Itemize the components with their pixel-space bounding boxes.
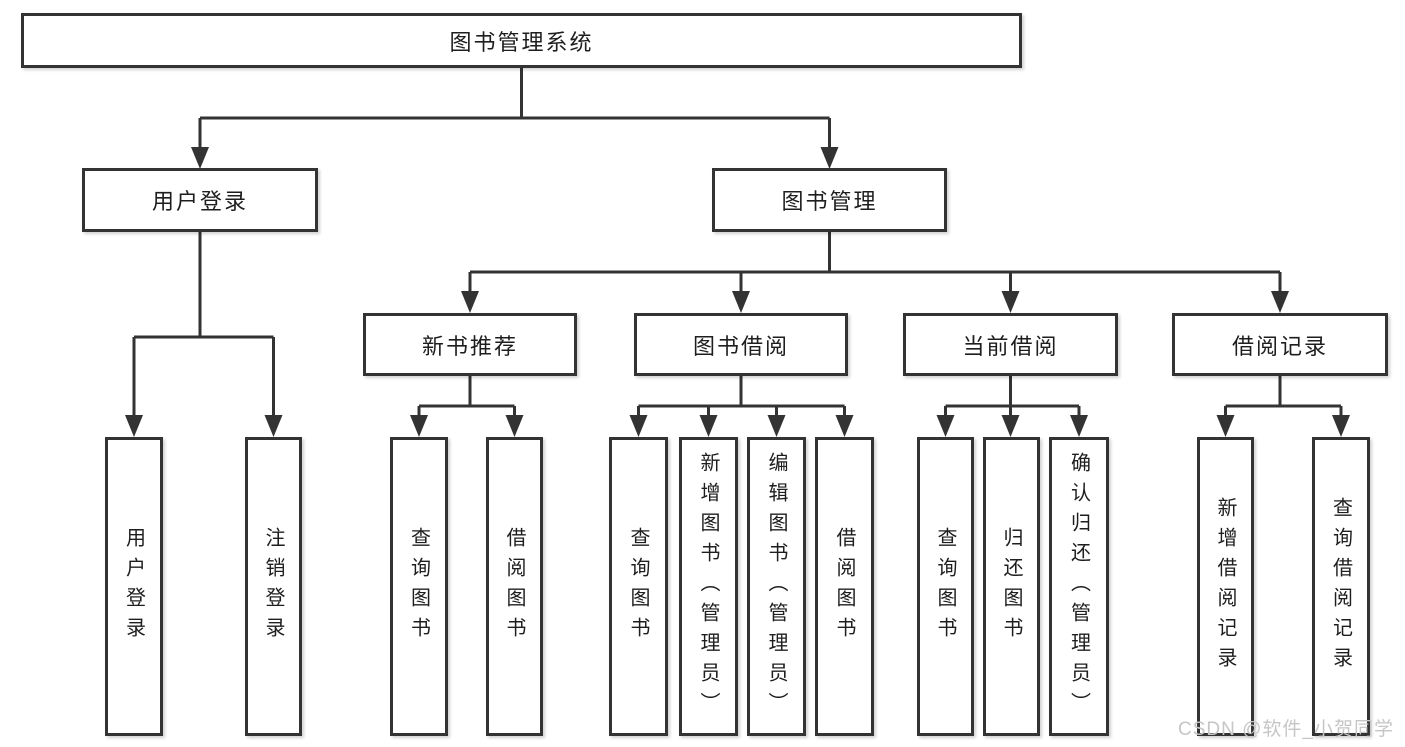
leaf-query-books-recommend: 查询图书: [390, 437, 448, 736]
leaf-query-books-current: 查询图书: [917, 437, 974, 736]
node-library-management-system-label: 图书管理系统: [449, 29, 594, 55]
node-user-login: 用户登录: [82, 168, 318, 232]
leaf-user-login: 用户登录: [105, 437, 163, 736]
node-current-borrowing-label: 当前借阅: [962, 333, 1059, 359]
node-book-management-label: 图书管理: [781, 189, 878, 214]
node-book-borrowing-label: 图书借阅: [692, 333, 789, 359]
leaf-borrow-books-recommend-label: 借阅图书: [503, 526, 525, 647]
node-new-book-recommendation-label: 新书推荐: [421, 333, 518, 359]
leaf-confirm-return-admin-label: 确认归还（管理员）: [1067, 451, 1090, 722]
node-current-borrowing: 当前借阅: [903, 313, 1118, 376]
node-library-management-system: 图书管理系统: [21, 13, 1022, 68]
node-book-borrowing: 图书借阅: [634, 313, 848, 376]
leaf-edit-books-admin-label: 编辑图书（管理员）: [765, 451, 787, 722]
leaf-return-books-label: 归还图书: [1000, 526, 1022, 647]
csdn-watermark: CSDN @软件_小贺同学: [1178, 719, 1394, 740]
leaf-user-login-label: 用户登录: [122, 526, 145, 647]
leaf-edit-books-admin: 编辑图书（管理员）: [747, 437, 806, 736]
leaf-query-books-borrow: 查询图书: [609, 437, 668, 736]
node-user-login-label: 用户登录: [151, 189, 248, 214]
leaf-query-books-borrow-label: 查询图书: [627, 526, 649, 647]
leaf-borrow-books-label: 借阅图书: [833, 526, 855, 647]
node-borrowing-records: 借阅记录: [1172, 313, 1388, 376]
leaf-query-books-recommend-label: 查询图书: [407, 526, 430, 647]
node-book-management: 图书管理: [712, 168, 947, 232]
node-borrowing-records-label: 借阅记录: [1231, 333, 1328, 359]
leaf-query-books-current-label: 查询图书: [934, 526, 956, 647]
leaf-return-books: 归还图书: [983, 437, 1040, 736]
leaf-logout-label: 注销登录: [262, 526, 284, 647]
leaf-borrow-books: 借阅图书: [815, 437, 874, 736]
leaf-add-books-admin-label: 新增图书（管理员）: [697, 451, 719, 722]
node-new-book-recommendation: 新书推荐: [363, 313, 577, 376]
leaf-query-borrow-record-label: 查询借阅记录: [1329, 496, 1352, 677]
leaf-add-borrow-record-label: 新增借阅记录: [1214, 496, 1236, 677]
leaf-query-borrow-record: 查询借阅记录: [1312, 437, 1370, 736]
leaf-add-books-admin: 新增图书（管理员）: [679, 437, 738, 736]
leaf-borrow-books-recommend: 借阅图书: [486, 437, 543, 736]
leaf-add-borrow-record: 新增借阅记录: [1197, 437, 1254, 736]
leaf-confirm-return-admin: 确认归还（管理员）: [1049, 437, 1109, 736]
leaf-logout: 注销登录: [245, 437, 302, 736]
